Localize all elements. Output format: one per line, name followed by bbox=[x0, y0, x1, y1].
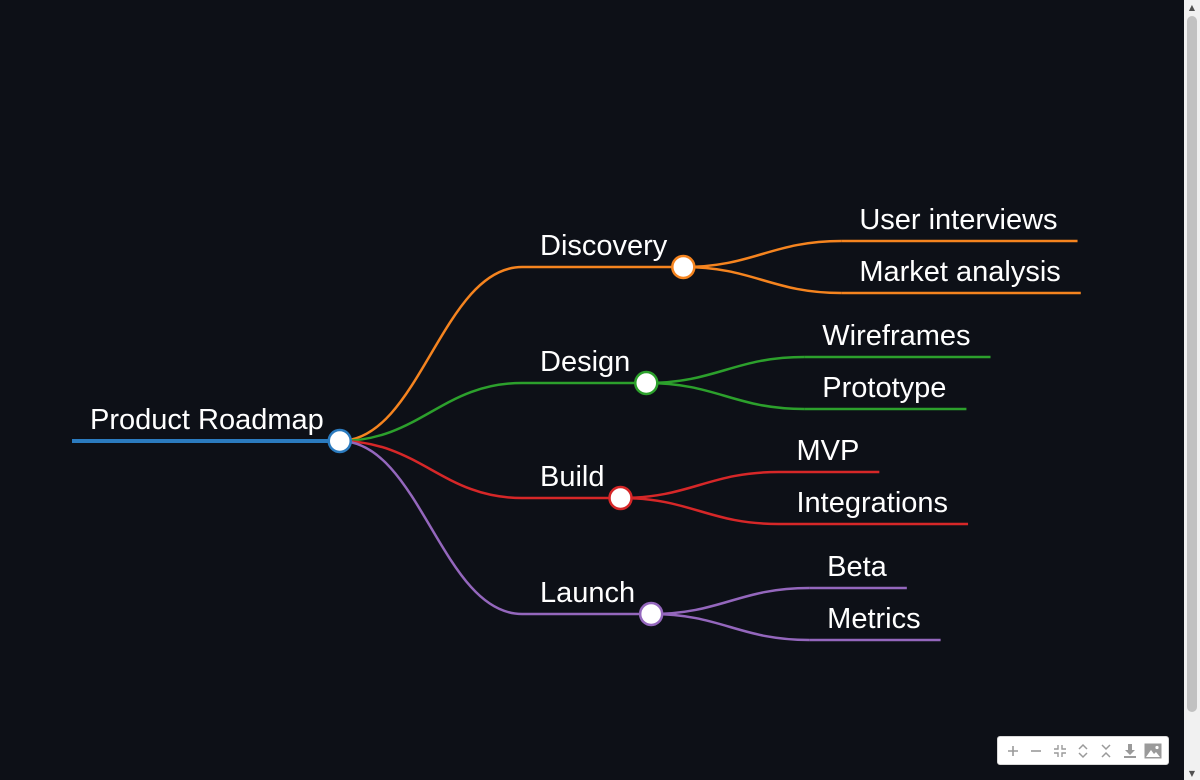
link-prototype bbox=[646, 381, 805, 411]
link-beta bbox=[651, 586, 810, 616]
toggle-root[interactable] bbox=[327, 428, 352, 454]
mindmap-toolbar bbox=[997, 736, 1169, 765]
node-prototype[interactable]: Prototype bbox=[822, 372, 946, 404]
zoom-out-button[interactable] bbox=[1024, 739, 1047, 763]
scroll-thumb[interactable] bbox=[1187, 16, 1197, 712]
node-market-analysis[interactable]: Market analysis bbox=[859, 256, 1060, 288]
toggle-launch[interactable] bbox=[638, 601, 664, 627]
toggle-build[interactable] bbox=[608, 485, 633, 511]
node-mvp[interactable]: MVP bbox=[797, 435, 860, 467]
mindmap-links bbox=[72, 239, 1081, 642]
fit-button[interactable] bbox=[1048, 739, 1071, 763]
node-root[interactable]: Product Roadmap bbox=[90, 404, 324, 436]
vertical-scrollbar[interactable]: ▲ ▼ bbox=[1184, 0, 1200, 780]
toggle-discovery[interactable] bbox=[671, 254, 696, 280]
link-market-analysis bbox=[683, 265, 842, 295]
node-integrations[interactable]: Integrations bbox=[797, 487, 949, 519]
scroll-down-icon[interactable]: ▼ bbox=[1188, 768, 1196, 778]
fit-icon bbox=[1053, 744, 1066, 757]
link-wireframes bbox=[646, 355, 805, 385]
link-user-interviews bbox=[683, 239, 842, 269]
node-build[interactable]: Build bbox=[540, 461, 605, 493]
node-user-interviews[interactable]: User interviews bbox=[859, 204, 1057, 236]
node-discovery[interactable]: Discovery bbox=[540, 230, 668, 262]
expand-all-icon bbox=[1078, 743, 1088, 758]
node-beta[interactable]: Beta bbox=[827, 551, 888, 583]
link-mvp bbox=[620, 470, 779, 500]
link-integrations bbox=[620, 496, 779, 526]
link-build bbox=[339, 439, 523, 500]
download-icon bbox=[1123, 743, 1136, 758]
collapse-all-button[interactable] bbox=[1095, 739, 1118, 763]
node-launch[interactable]: Launch bbox=[540, 577, 635, 609]
node-metrics[interactable]: Metrics bbox=[827, 603, 920, 635]
zoom-out-icon bbox=[1031, 749, 1042, 752]
zoom-in-button[interactable] bbox=[1001, 739, 1024, 763]
link-design bbox=[339, 381, 523, 443]
download-button[interactable] bbox=[1118, 739, 1141, 763]
node-wireframes[interactable]: Wireframes bbox=[822, 320, 970, 352]
scroll-up-icon[interactable]: ▲ bbox=[1188, 2, 1196, 12]
node-design[interactable]: Design bbox=[540, 346, 630, 378]
export-image-button[interactable] bbox=[1142, 739, 1165, 763]
link-discovery bbox=[339, 265, 523, 443]
expand-all-button[interactable] bbox=[1071, 739, 1094, 763]
link-launch bbox=[339, 439, 523, 616]
image-icon bbox=[1144, 743, 1162, 758]
collapse-all-icon bbox=[1101, 743, 1111, 758]
toggle-design[interactable] bbox=[634, 370, 659, 396]
link-metrics bbox=[651, 612, 810, 642]
zoom-in-icon bbox=[1007, 745, 1018, 756]
